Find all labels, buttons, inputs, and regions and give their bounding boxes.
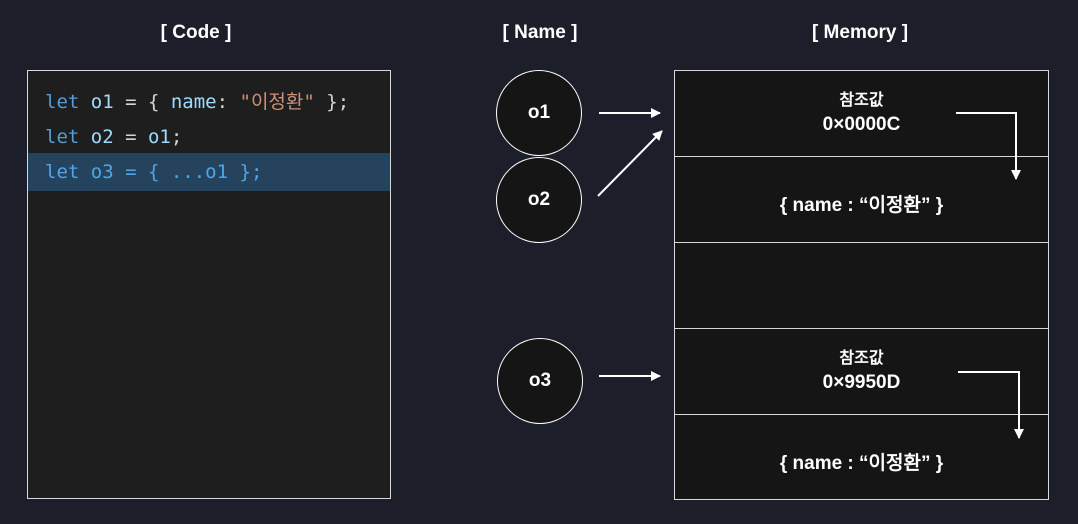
variable-o3-circle: o3 <box>497 338 583 424</box>
variable-o3-label: o3 <box>528 370 552 391</box>
variable-o2-label: o2 <box>527 189 551 210</box>
ref-address: 0×0000C <box>822 114 901 135</box>
arrow-ref1-to-object1 <box>956 112 1021 180</box>
name-heading: [ Name ] <box>502 22 578 43</box>
code-token: o1 <box>205 161 229 183</box>
memory-ref-cell-2: 참조값 0×9950D <box>675 329 1048 415</box>
code-token: name <box>170 91 217 113</box>
code-line-2: let o2 = o1; <box>28 118 390 156</box>
ref-address: 0×9950D <box>822 372 901 393</box>
code-token: o1 <box>79 91 114 113</box>
code-token: = { ... <box>113 161 206 183</box>
code-token: o3 <box>79 161 114 183</box>
code-token: ; <box>170 126 183 148</box>
code-token: = { <box>113 91 171 113</box>
memory-block-2: 참조값 0×9950D { name : “이정환” } <box>674 328 1049 500</box>
code-line-3: let o3 = { ...o1 }; <box>28 153 390 191</box>
variable-o1-circle: o1 <box>496 70 582 156</box>
variable-o2-circle: o2 <box>496 157 582 243</box>
variable-o1-label: o1 <box>527 102 551 123</box>
ref-label: 참조값 <box>839 350 884 367</box>
object-value: { name : “이정환” } <box>779 453 944 474</box>
code-token: let <box>45 161 80 183</box>
object-value: { name : “이정환” } <box>779 195 944 216</box>
arrow-ref2-to-object2 <box>958 371 1024 439</box>
code-heading: [ Code ] <box>160 22 232 43</box>
code-token: let <box>45 126 80 148</box>
memory-ref-cell-1: 참조값 0×0000C <box>675 71 1048 157</box>
memory-heading: [ Memory ] <box>811 22 909 43</box>
code-token: }; <box>228 161 263 183</box>
code-token: let <box>45 91 80 113</box>
code-token: o1 <box>147 126 171 148</box>
memory-object-cell-2: { name : “이정환” } <box>675 415 1048 499</box>
code-token: o2 <box>79 126 114 148</box>
code-token: }; <box>314 91 350 113</box>
code-token: = <box>113 126 148 148</box>
arrow-o2-to-block1 <box>597 130 663 197</box>
code-editor-panel: let o1 = { name: "이정환" }; let o2 = o1; l… <box>27 70 391 499</box>
code-line-1: let o1 = { name: "이정환" }; <box>28 83 390 121</box>
memory-object-cell-1: { name : “이정환” } <box>675 157 1048 243</box>
ref-label: 참조값 <box>839 92 884 109</box>
code-token: : <box>216 91 240 113</box>
code-token: "이정환" <box>239 91 315 113</box>
